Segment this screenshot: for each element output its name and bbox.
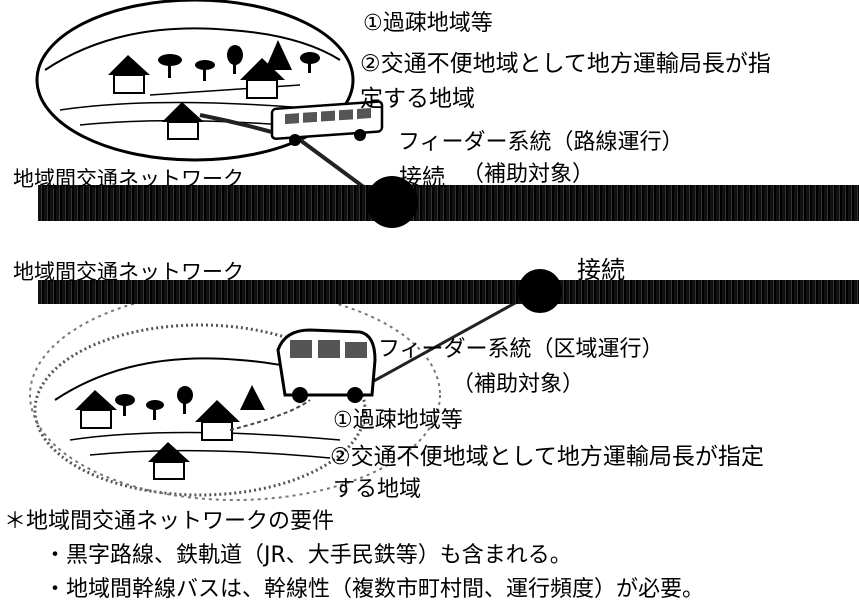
top-feeder-label: フィーダー系統（路線運行） (398, 130, 684, 155)
top-cond1: ①過疎地域等 (363, 11, 493, 36)
tree-icon (115, 385, 265, 420)
top-network-label: 地域間交通ネットワーク (13, 167, 244, 191)
house-icon (108, 55, 150, 94)
village-area-top (35, 0, 355, 162)
feeder-route-bottom (229, 399, 311, 431)
bottom-cond2-line2: する地域 (333, 477, 422, 502)
feeder-route-bottom-link (371, 290, 536, 384)
house-icon (162, 102, 204, 140)
requirement-item: ・地域間幹線バスは、幹線性（複数市町村間、運行頻度）が必要。 (44, 577, 705, 602)
tree-icon (158, 40, 320, 81)
top-cond2-line2: 定する地域 (360, 86, 475, 112)
house-icon (75, 390, 117, 429)
top-connect-label: 接続 (399, 165, 445, 191)
bottom-cond2-line1: ②交通不便地域として地方運輸局長が指定 (330, 444, 764, 470)
bottom-network-label: 地域間交通ネットワーク (13, 260, 244, 284)
village-area-bottom (33, 323, 367, 497)
field-lines-bottom (69, 431, 341, 459)
bottom-connect-label: 接続 (577, 256, 625, 284)
bottom-subsidy-label: （補助対象） (452, 372, 585, 397)
house-icon (240, 58, 285, 99)
top-cond2-line1: ②交通不便地域として地方運輸局長が指 (360, 51, 771, 77)
requirement-item: ・黒字路線、鉄軌道（JR、大手民鉄等）も含まれる。 (44, 543, 572, 568)
bottom-cond1: ①過疎地域等 (333, 408, 463, 433)
requirements-heading: ＊地域間交通ネットワークの要件 (4, 509, 335, 534)
hill-top (44, 27, 341, 71)
van-icon (276, 328, 377, 403)
junction-dot-top (366, 176, 418, 228)
top-subsidy-label: （補助対象） (462, 162, 595, 187)
house-icon (148, 442, 190, 480)
network-road-top (38, 185, 859, 221)
junction-dot-bottom (518, 269, 562, 313)
house-icon (195, 400, 240, 441)
network-road-bottom (38, 280, 859, 304)
bus-icon (270, 100, 384, 146)
bottom-feeder-label: フィーダー系統（区域運行） (378, 337, 664, 362)
